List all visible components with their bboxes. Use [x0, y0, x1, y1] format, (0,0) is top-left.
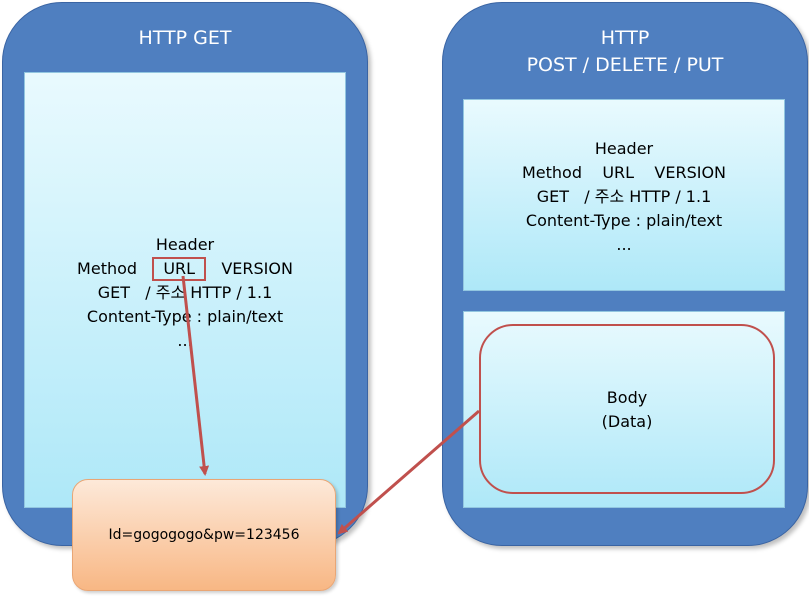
url-to-data-arrow [181, 275, 210, 476]
query-data-box: Id=gogogogo&pw=123456 [72, 479, 336, 591]
body-subtitle: (Data) [601, 412, 653, 431]
post-content-type: Content-Type : plain/text [525, 211, 723, 230]
query-data-text: Id=gogogogo&pw=123456 [108, 527, 300, 543]
get-url-label: URL [152, 257, 207, 281]
http-get-title: HTTP GET [138, 27, 232, 49]
post-body-box: Body (Data) [463, 311, 785, 508]
post-header-title: Header [594, 139, 654, 158]
get-version-label: VERSION [221, 259, 293, 278]
body-text: Body (Data) [481, 386, 773, 434]
http-post-title-line2: POST / DELETE / PUT [526, 54, 724, 76]
get-method-line: Method URL VERSION [25, 257, 345, 281]
body-highlight: Body (Data) [479, 324, 775, 494]
post-method-line: Method URL VERSION [521, 163, 727, 182]
http-post-title-line1: HTTP [600, 27, 650, 49]
get-request-line: GET / 주소 HTTP / 1.1 [97, 283, 273, 302]
body-to-data-arrow [337, 409, 480, 535]
http-post-panel: HTTP POST / DELETE / PUT Header Method U… [442, 2, 808, 546]
http-get-panel: HTTP GET Header Method URL VERSION GET /… [2, 2, 368, 546]
body-title: Body [606, 388, 648, 407]
get-method-label: Method [77, 259, 138, 278]
get-content-type: Content-Type : plain/text [86, 307, 284, 326]
get-header-title: Header [155, 235, 215, 254]
post-header-box: Header Method URL VERSION GET / 주소 HTTP … [463, 99, 785, 291]
post-header-text: Header Method URL VERSION GET / 주소 HTTP … [464, 137, 784, 257]
get-header-box: Header Method URL VERSION GET / 주소 HTTP … [24, 72, 346, 508]
post-request-line: GET / 주소 HTTP / 1.1 [536, 187, 712, 206]
get-header-text: Header Method URL VERSION GET / 주소 HTTP … [25, 233, 345, 353]
post-ellipsis: ... [616, 235, 632, 254]
